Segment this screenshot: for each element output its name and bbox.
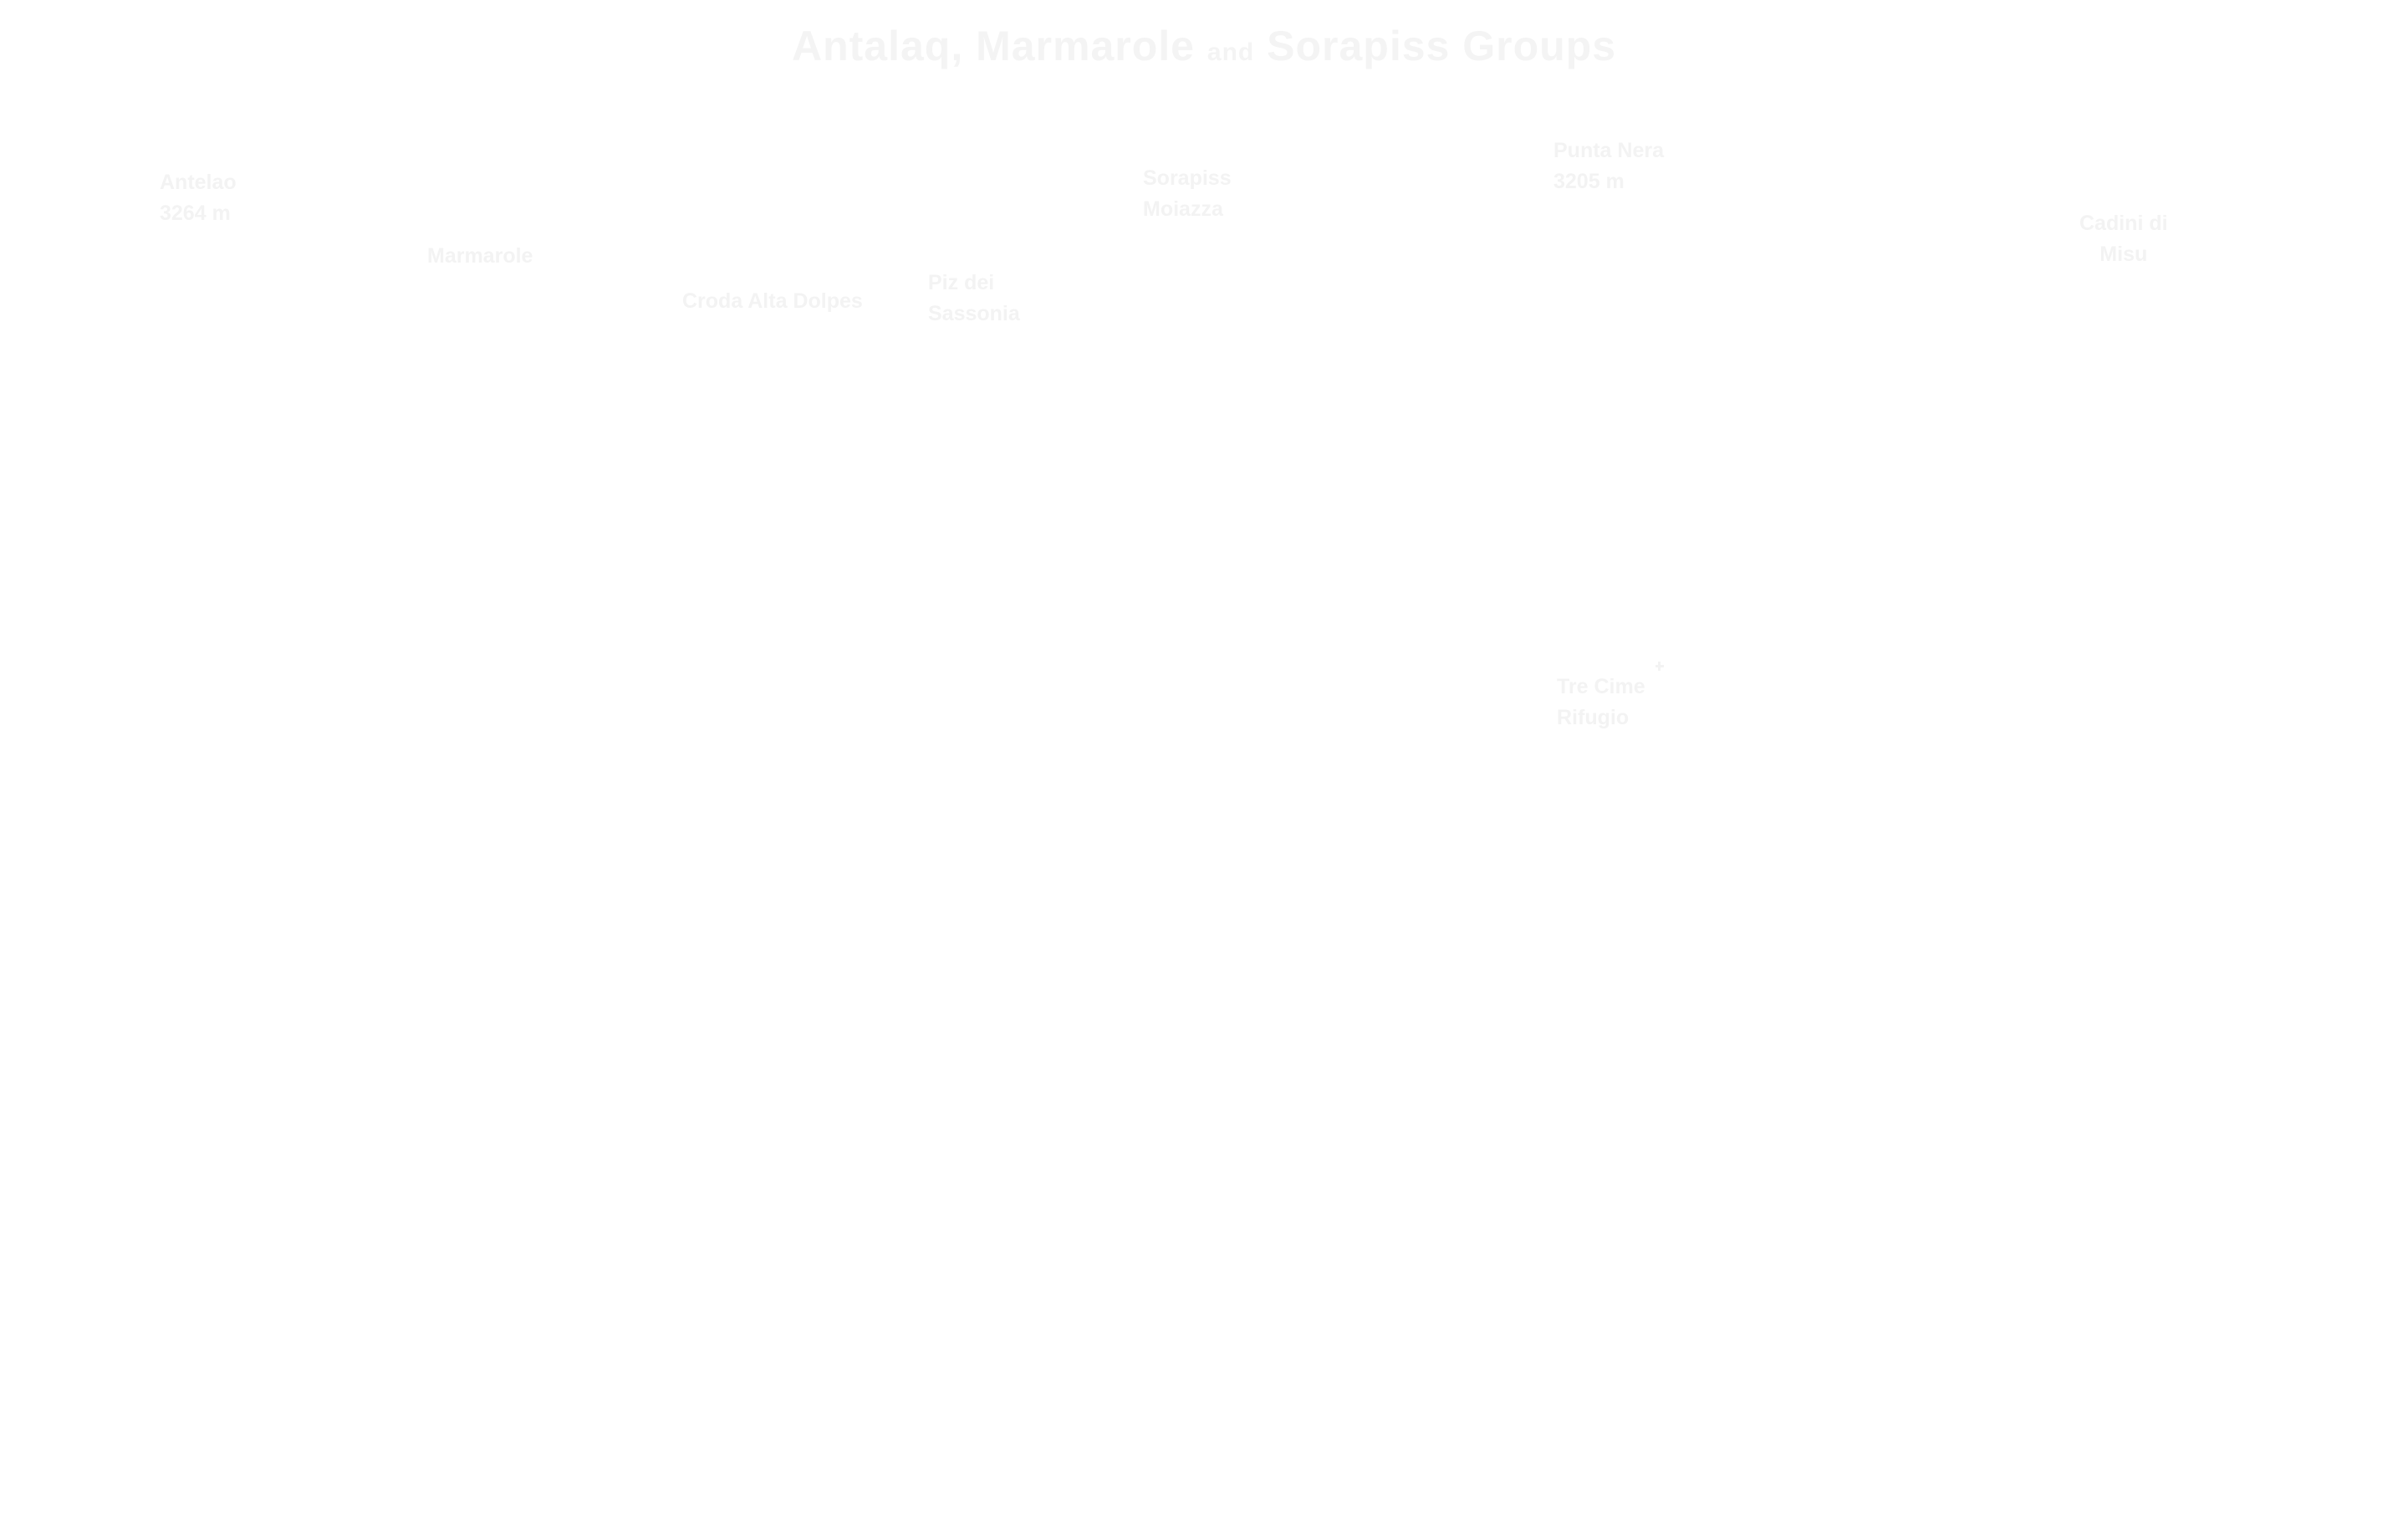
map-title-part1: Antalaq, Marmarole [791, 23, 1195, 69]
map-title-part2: Sorapiss Groups [1267, 23, 1617, 69]
peak-label-croda-alta: Croda Alta Dolpes [682, 286, 863, 317]
peak-label-line1: Cadini di [2079, 212, 2168, 235]
peak-label-line1: Croda Alta Dolpes [682, 289, 863, 313]
peak-label-punta-nera: Punta Nera 3205 m [1553, 135, 1664, 197]
peak-label-line2: Rifugio [1557, 706, 1630, 729]
peak-label-line2: Misu [2099, 243, 2148, 266]
peak-label-piz-dei: Piz dei Sassonia [928, 268, 1020, 330]
peak-label-line2: 3205 m [1553, 170, 1625, 193]
peak-label-line1: Sorapiss [1143, 166, 1232, 190]
peak-label-line1: Piz dei [928, 271, 995, 294]
peak-label-sorapiss: Sorapiss Moiazza [1143, 163, 1232, 225]
peak-label-antelao: Antelao 3264 m [160, 167, 237, 229]
peak-label-line1: Tre Cime [1557, 675, 1645, 698]
peak-label-line1: Punta Nera [1553, 139, 1664, 162]
peak-label-line2: Sassonia [928, 302, 1020, 325]
peak-label-line2: 3264 m [160, 202, 231, 225]
peak-label-cadini: Cadini di Misu [2079, 208, 2168, 270]
peak-label-marmarole: Marmarole [427, 241, 533, 272]
peak-label-line2: Moiazza [1143, 197, 1223, 221]
peak-label-line1: Antelao [160, 171, 237, 194]
peak-label-tre-cime: Tre Cime Rifugio [1557, 672, 1645, 733]
summit-marker-icon [1656, 662, 1664, 671]
map-title: Antalaq, Marmarole and Sorapiss Groups [0, 22, 2408, 70]
map-title-connector: and [1207, 38, 1255, 66]
peak-label-line1: Marmarole [427, 244, 533, 268]
